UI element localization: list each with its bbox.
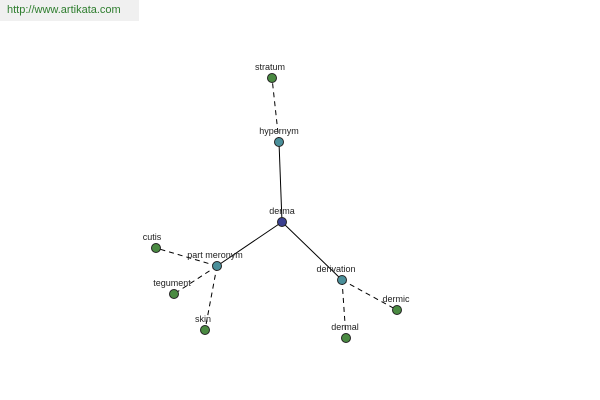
node-label-cutis: cutis — [143, 232, 162, 242]
edges-layer — [155, 77, 398, 339]
edge-part-meronym-to-skin — [204, 265, 218, 331]
node-dot-part-meronym[interactable] — [212, 261, 222, 271]
node-hypernym[interactable]: hypernym — [259, 126, 299, 147]
edge-part-meronym-to-cutis — [155, 247, 218, 267]
edge-derma-to-derivation — [281, 221, 343, 281]
edge-derma-to-part-meronym — [216, 221, 283, 267]
node-dot-stratum[interactable] — [267, 73, 277, 83]
node-part-meronym[interactable]: part meronym — [187, 250, 243, 271]
node-label-dermal: dermal — [331, 322, 359, 332]
node-dermic[interactable]: dermic — [382, 294, 410, 315]
node-label-tegument: tegument — [153, 278, 191, 288]
watermark-link[interactable]: http://www.artikata.com — [0, 0, 139, 21]
node-label-part-meronym: part meronym — [187, 250, 243, 260]
node-dot-cutis[interactable] — [151, 243, 161, 253]
node-stratum[interactable]: stratum — [255, 62, 285, 83]
node-label-stratum: stratum — [255, 62, 285, 72]
edge-derivation-to-dermic — [341, 279, 398, 311]
node-skin[interactable]: skin — [195, 314, 211, 335]
nodes-layer: derma hypernym stratum part meronym cutis teg… — [143, 62, 410, 343]
node-dot-skin[interactable] — [200, 325, 210, 335]
node-dermal[interactable]: dermal — [331, 322, 359, 343]
node-tegument[interactable]: tegument — [153, 278, 191, 299]
node-derivation[interactable]: derivation — [316, 264, 356, 285]
node-derma[interactable]: derma — [269, 206, 295, 227]
edge-hypernym-to-stratum — [271, 77, 280, 143]
node-label-skin: skin — [195, 314, 211, 324]
node-dot-hypernym[interactable] — [274, 137, 284, 147]
edge-derma-to-hypernym — [278, 141, 283, 223]
node-dot-dermal[interactable] — [341, 333, 351, 343]
node-label-derivation: derivation — [316, 264, 355, 274]
node-dot-dermic[interactable] — [392, 305, 402, 315]
node-dot-derma[interactable] — [277, 217, 287, 227]
node-dot-tegument[interactable] — [169, 289, 179, 299]
node-cutis[interactable]: cutis — [143, 232, 162, 253]
node-dot-derivation[interactable] — [337, 275, 347, 285]
edge-derivation-to-dermal — [341, 279, 347, 339]
node-label-dermic: dermic — [382, 294, 410, 304]
node-label-derma: derma — [269, 206, 295, 216]
node-label-hypernym: hypernym — [259, 126, 299, 136]
